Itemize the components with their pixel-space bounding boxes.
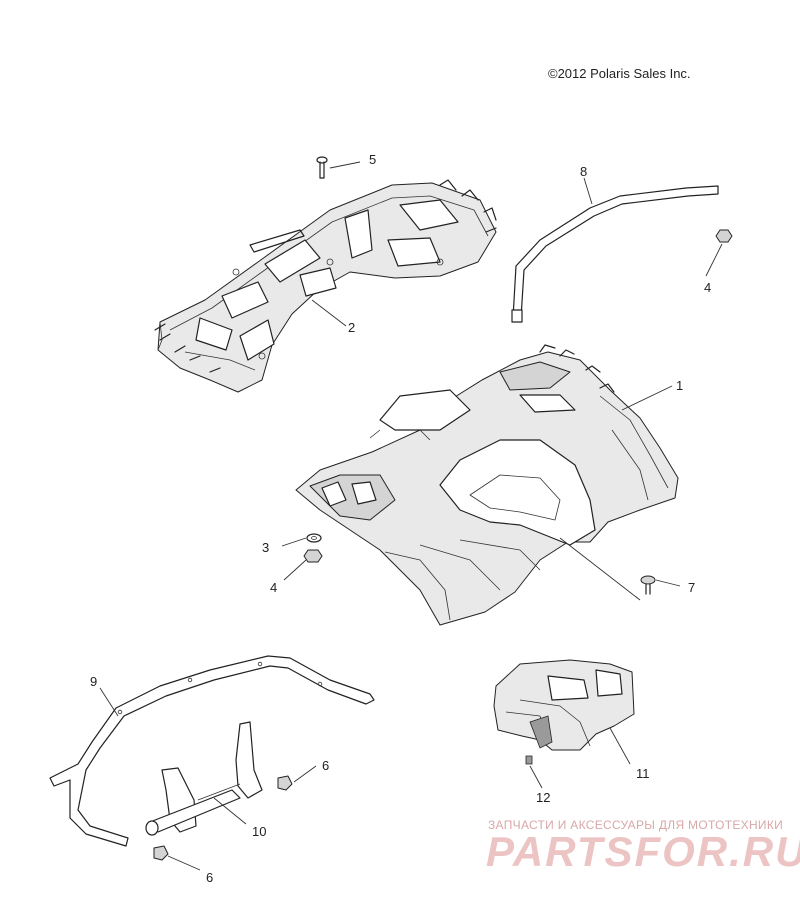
leader-lines bbox=[99, 161, 723, 871]
callout-4-upper: 4 bbox=[704, 280, 711, 295]
watermark-tagline: ЗАПЧАСТИ И АКСЕССУАРЫ ДЛЯ МОТОТЕХНИКИ bbox=[488, 818, 784, 832]
callout-6-upper: 6 bbox=[322, 758, 329, 773]
part-bolt-6-upper bbox=[277, 775, 293, 791]
callout-12: 12 bbox=[536, 790, 550, 805]
part-screw-5 bbox=[316, 156, 328, 179]
part-rear-fender bbox=[295, 344, 679, 626]
callout-8: 8 bbox=[580, 164, 587, 179]
watermark-logo: PARTSFOR.RU bbox=[486, 828, 800, 875]
callout-2: 2 bbox=[348, 320, 355, 335]
part-clip-12 bbox=[525, 755, 533, 765]
part-side-panel bbox=[493, 659, 635, 751]
part-nut-4-lower bbox=[303, 549, 323, 563]
callout-3: 3 bbox=[262, 540, 269, 555]
callout-5: 5 bbox=[369, 152, 376, 167]
callout-6-lower: 6 bbox=[206, 870, 213, 885]
part-bracket bbox=[145, 721, 263, 836]
part-rail bbox=[49, 655, 375, 847]
part-bolt-6-lower bbox=[153, 845, 169, 861]
callout-labels: 1 2 3 4 4 5 6 6 7 8 9 10 11 12 bbox=[90, 152, 711, 885]
copyright-text: ©2012 Polaris Sales Inc. bbox=[548, 66, 691, 81]
callout-4-lower: 4 bbox=[270, 580, 277, 595]
part-rivet-7 bbox=[640, 575, 656, 595]
callout-9: 9 bbox=[90, 674, 97, 689]
part-grab-bar bbox=[511, 185, 719, 323]
callout-7: 7 bbox=[688, 580, 695, 595]
callout-1: 1 bbox=[676, 378, 683, 393]
callout-10: 10 bbox=[252, 824, 266, 839]
callout-11: 11 bbox=[636, 766, 650, 781]
part-rear-rack bbox=[154, 179, 497, 393]
part-washer-3 bbox=[306, 533, 322, 543]
part-nut-4-upper bbox=[715, 229, 733, 243]
